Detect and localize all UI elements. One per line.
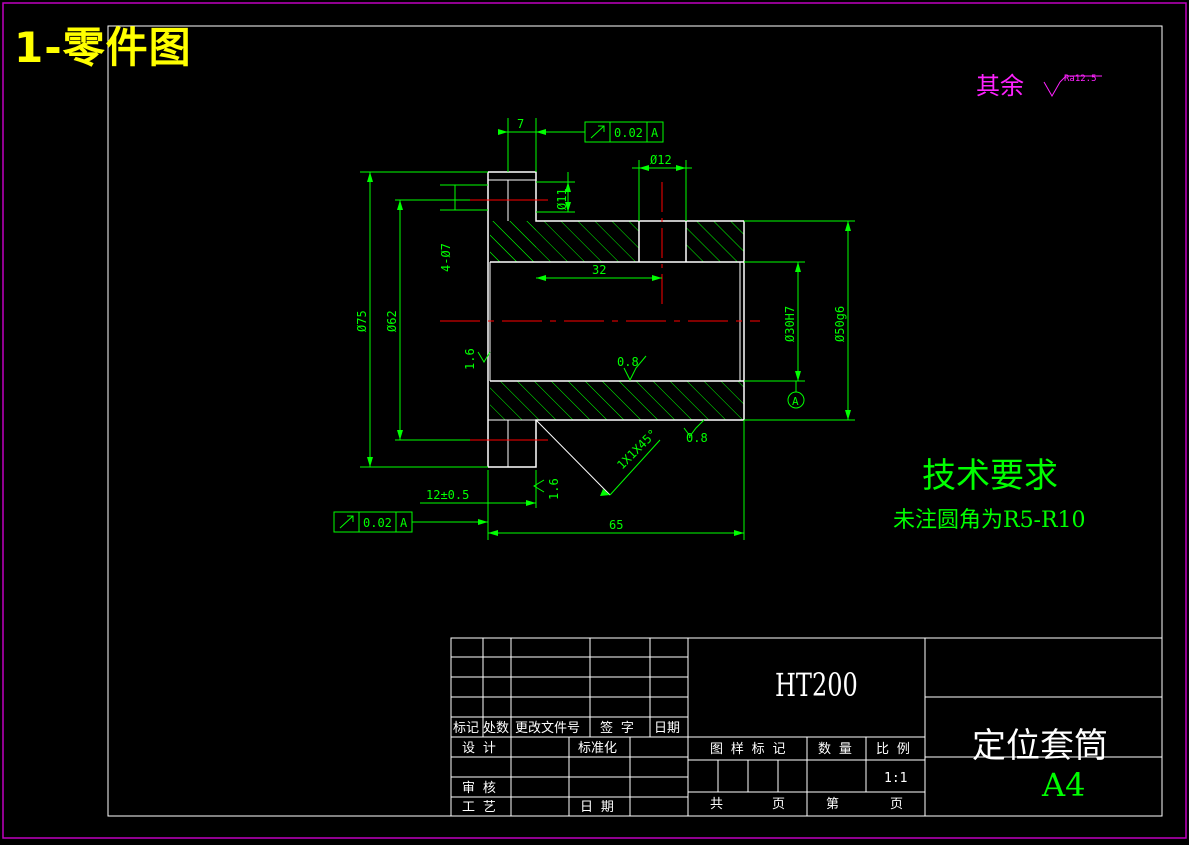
part-body [487, 171, 745, 496]
dim-7: 7 [517, 117, 524, 131]
dim-dia-50g6: Ø50g6 [833, 306, 847, 342]
centerlines [440, 182, 760, 441]
outline-bottom [488, 419, 744, 468]
dim-65: 65 [609, 518, 623, 532]
dimension-lines [360, 118, 855, 540]
dim-12-tol: 12±0.5 [426, 488, 469, 502]
dim-dia-62: Ø62 [385, 310, 399, 332]
tb-scale-label: 比 例 [876, 742, 910, 757]
tb-total: 共 [710, 797, 723, 812]
tb-hdr-mark: 标记 [453, 721, 479, 736]
tolerance-frame-bottom [333, 511, 413, 533]
roughness-symbols [477, 351, 705, 493]
tb-design: 设 计 [462, 741, 496, 756]
rough-outer-value: 0.8 [686, 431, 708, 445]
dim-32: 32 [592, 263, 606, 277]
rough-bottom-value: 1.6 [547, 478, 561, 500]
tb-process: 工 艺 [462, 800, 496, 815]
tb-page: 页 [772, 797, 785, 812]
rough-bore-value: 0.8 [617, 355, 639, 369]
datum-label: A [792, 395, 799, 408]
outline-top [488, 171, 744, 222]
upper-wall-hatch-right [686, 221, 744, 262]
tb-hdr-date: 日期 [654, 721, 680, 736]
dim-dia-12: Ø12 [650, 153, 672, 167]
tech-requirements-title: 技术要求 [922, 456, 1058, 496]
tb-sheet-no: 第 [826, 797, 839, 812]
flange-upper-hatch [490, 221, 536, 262]
tol-bottom-datum: A [400, 516, 408, 530]
tb-scale-value: 1:1 [884, 771, 907, 786]
tb-review: 审 核 [462, 781, 496, 796]
tb-hdr-sign: 签 字 [600, 720, 634, 736]
sheet-heading: 1-零件图 [14, 23, 192, 72]
dim-dia-75: Ø75 [355, 310, 369, 332]
tb-date: 日 期 [580, 800, 614, 815]
chamfer-line [535, 419, 611, 496]
dim-dia-11: Ø11 [555, 188, 569, 210]
arrowheads [367, 129, 851, 536]
dim-holes: 4-Ø7 [439, 243, 453, 272]
material-label: HT200 [775, 666, 858, 704]
dimension-texts: 7 0.02 A Ø12 Ø11 4-Ø7 32 Ø75 Ø62 Ø30H7 Ø… [355, 117, 847, 532]
title-block-labels: 标记 处数 更改文件号 签 字 日期 设 计 标准化 审 核 工 艺 日 期 图… [453, 720, 910, 815]
roughness-value: Ra12.5 [1064, 74, 1097, 84]
rough-left-value: 1.6 [463, 348, 477, 370]
paper-size: A4 [1042, 766, 1086, 804]
tb-hdr-doc: 更改文件号 [515, 721, 580, 736]
tb-hdr-count: 处数 [483, 721, 509, 736]
tolerance-frame-top [584, 121, 664, 143]
lower-wall-hatch [490, 381, 744, 420]
tol-top-datum: A [651, 126, 659, 140]
roughness-note: 其余 [976, 72, 1024, 100]
roughness-default-symbol [1043, 75, 1102, 98]
tb-drawing-mark: 图 样 标 记 [710, 742, 785, 757]
datum-a-circle [787, 391, 805, 409]
dim-dia-30h7: Ø30H7 [783, 306, 797, 342]
tb-quantity: 数 量 [818, 742, 852, 757]
tb-page2: 页 [890, 797, 903, 812]
tb-standard: 标准化 [578, 741, 617, 756]
lower-counterbore [488, 419, 509, 467]
part-name: 定位套筒 [972, 726, 1108, 766]
tol-bottom-value: 0.02 [363, 516, 392, 530]
title-block [450, 637, 1163, 817]
tol-top-value: 0.02 [614, 126, 643, 140]
tech-requirements-line: 未注圆角为R5-R10 [893, 508, 1086, 533]
